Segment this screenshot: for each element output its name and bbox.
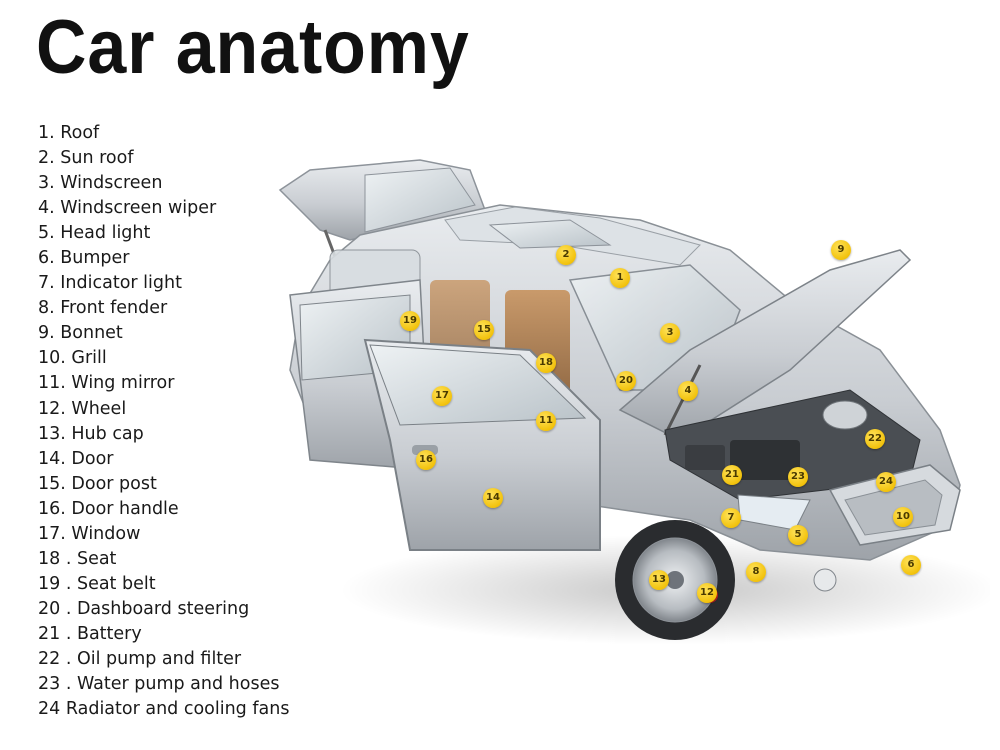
page-title: Car anatomy [36, 5, 470, 90]
legend-item: 7. Indicator light [38, 273, 182, 294]
legend-item: 23 . Water pump and hoses [38, 674, 280, 695]
part-marker: 6 [901, 555, 921, 575]
legend-item: 2. Sun roof [38, 148, 134, 169]
legend-item: 16. Door handle [38, 498, 179, 519]
legend-item: 13. Hub cap [38, 423, 144, 444]
part-marker: 1 [610, 268, 630, 288]
front-grille [737, 464, 961, 546]
part-marker: 12 [697, 583, 717, 603]
part-marker: 21 [722, 465, 742, 485]
legend-item: 6. Bumper [38, 248, 130, 269]
part-marker: 20 [616, 371, 636, 391]
legend-item: 17. Window [38, 523, 141, 544]
part-marker: 16 [416, 450, 436, 470]
legend-item: 12. Wheel [38, 398, 127, 419]
legend-item: 20 . Dashboard steering [38, 598, 250, 619]
part-marker: 10 [893, 507, 913, 527]
part-marker: 4 [678, 381, 698, 401]
legend-item: 3. Windscreen [38, 173, 163, 194]
front-wheel [615, 520, 735, 640]
part-marker: 13 [649, 570, 669, 590]
car-illustration [278, 159, 990, 645]
part-marker: 19 [400, 311, 420, 331]
part-marker: 23 [788, 467, 808, 487]
legend-item: 15. Door post [38, 473, 157, 494]
part-marker: 7 [721, 508, 741, 528]
part-marker: 2 [556, 245, 576, 265]
legend-item: 1. Roof [38, 123, 100, 143]
part-marker: 3 [660, 323, 680, 343]
legend-item: 24 Radiator and cooling fans [38, 699, 290, 720]
part-marker: 18 [536, 353, 556, 373]
part-marker: 9 [831, 240, 851, 260]
legend-item: 14. Door [38, 448, 114, 469]
legend-item: 4. Windscreen wiper [38, 198, 217, 219]
legend-item: 10. Grill [38, 348, 107, 369]
front-door [363, 338, 601, 551]
legend-item: 22 . Oil pump and filter [38, 648, 242, 669]
legend-item: 21 . Battery [38, 623, 142, 644]
legend-item: 9. Bonnet [38, 323, 123, 344]
part-marker: 14 [483, 488, 503, 508]
legend-item: 5. Head light [38, 223, 151, 244]
part-marker: 22 [865, 429, 885, 449]
part-marker: 11 [536, 411, 556, 431]
part-marker: 15 [474, 320, 494, 340]
legend-item: 19 . Seat belt [38, 573, 156, 594]
parts-legend: 1. Roof 2. Sun roof 3. Windscreen 4. Win… [38, 121, 289, 722]
part-marker: 8 [746, 562, 766, 582]
part-marker: 5 [788, 525, 808, 545]
part-marker: 24 [876, 472, 896, 492]
legend-item: 11. Wing mirror [38, 373, 175, 394]
legend-item: 18 . Seat [38, 548, 117, 569]
legend-item: 8. Front fender [38, 298, 168, 319]
part-marker: 17 [432, 386, 452, 406]
fog-light [813, 568, 837, 592]
